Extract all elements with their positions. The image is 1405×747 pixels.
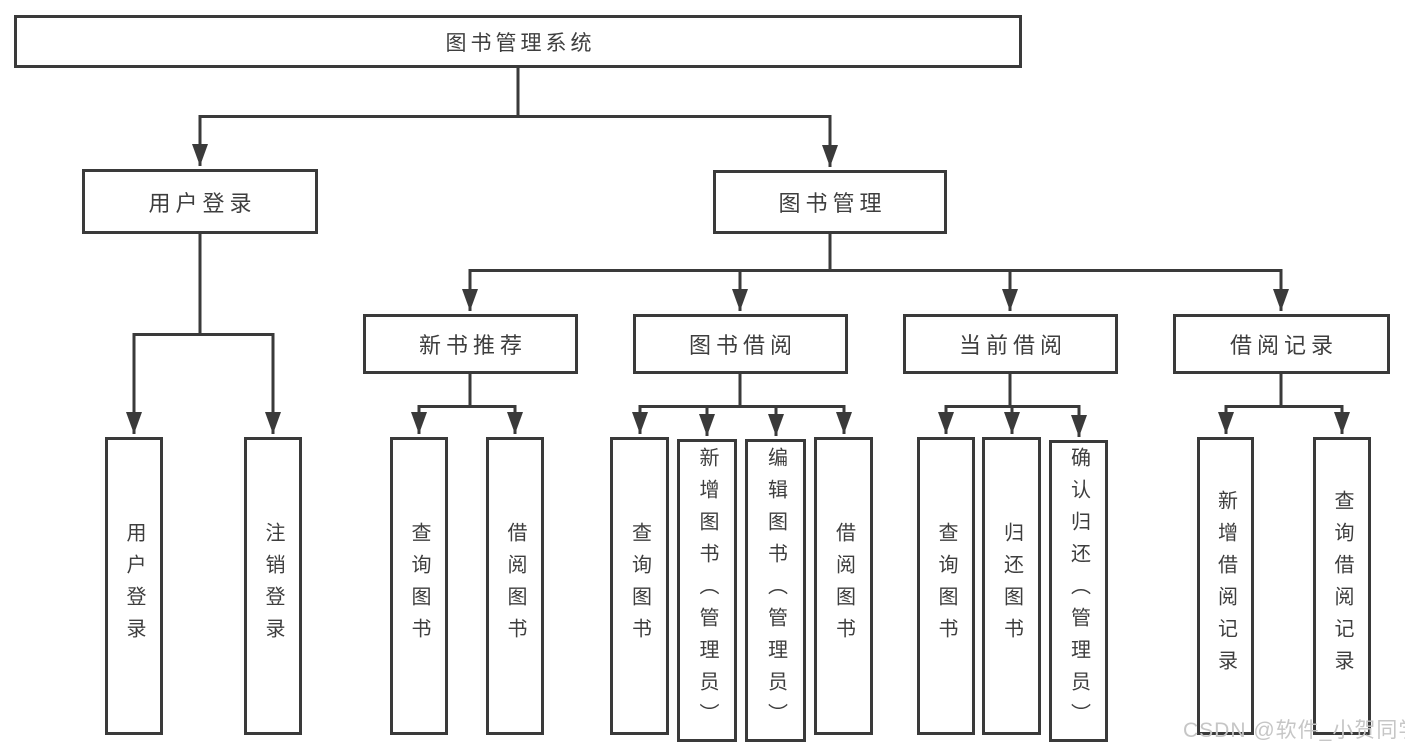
csdn-watermark: CSDN @软件_小贺同学 (1183, 719, 1405, 742)
node-current-borrowing-label: 当前借阅 (958, 333, 1067, 358)
node-leaf-borrow-books: 借阅图书 (814, 437, 873, 735)
node-current-borrowing: 当前借阅 (903, 314, 1118, 374)
node-book-borrowing: 图书借阅 (633, 314, 848, 374)
node-borrowing-records-label: 借阅记录 (1229, 333, 1338, 358)
node-user-login-module: 用户登录 (82, 169, 318, 234)
node-leaf-borrow-books-rec-label: 借阅图书 (504, 522, 526, 650)
node-leaf-add-borrow-record-label: 新增借阅记录 (1214, 490, 1237, 682)
node-user-login-module-label: 用户登录 (148, 190, 257, 216)
node-new-book-recommendation-label: 新书推荐 (418, 333, 527, 358)
node-leaf-add-book-admin-label: 新增图书（管理员） (696, 446, 718, 735)
node-leaf-borrow-books-label: 借阅图书 (832, 522, 855, 650)
node-book-management-module: 图书管理 (713, 170, 947, 234)
node-leaf-user-login: 用户登录 (105, 437, 163, 735)
node-leaf-query-books-borrow: 查询图书 (610, 437, 669, 735)
node-leaf-query-books-current-label: 查询图书 (935, 522, 957, 650)
node-book-management-module-label: 图书管理 (778, 191, 887, 216)
node-leaf-confirm-return-admin-label: 确认归还（管理员） (1067, 447, 1090, 735)
node-leaf-return-book: 归还图书 (982, 437, 1041, 735)
node-leaf-logout-label: 注销登录 (262, 522, 284, 650)
node-leaf-add-book-admin: 新增图书（管理员） (677, 439, 737, 742)
node-leaf-return-book-label: 归还图书 (1000, 522, 1023, 650)
node-leaf-query-borrow-record-label: 查询借阅记录 (1331, 490, 1353, 682)
node-leaf-logout: 注销登录 (244, 437, 302, 735)
node-leaf-edit-book-admin: 编辑图书（管理员） (745, 439, 806, 742)
node-leaf-edit-book-admin-label: 编辑图书（管理员） (764, 446, 787, 735)
node-leaf-user-login-label: 用户登录 (123, 522, 145, 650)
node-borrowing-records: 借阅记录 (1173, 314, 1390, 374)
node-new-book-recommendation: 新书推荐 (363, 314, 578, 374)
node-leaf-confirm-return-admin: 确认归还（管理员） (1049, 440, 1108, 742)
node-leaf-query-borrow-record: 查询借阅记录 (1313, 437, 1371, 735)
node-leaf-query-books-rec-label: 查询图书 (408, 522, 430, 650)
node-leaf-query-books-current: 查询图书 (917, 437, 975, 735)
node-root-system: 图书管理系统 (14, 15, 1022, 68)
node-leaf-query-books-rec: 查询图书 (390, 437, 448, 735)
node-leaf-query-books-borrow-label: 查询图书 (628, 522, 651, 650)
node-book-borrowing-label: 图书借阅 (688, 333, 797, 358)
node-leaf-add-borrow-record: 新增借阅记录 (1197, 437, 1254, 735)
node-leaf-borrow-books-rec: 借阅图书 (486, 437, 544, 735)
node-root-system-label: 图书管理系统 (445, 31, 596, 55)
